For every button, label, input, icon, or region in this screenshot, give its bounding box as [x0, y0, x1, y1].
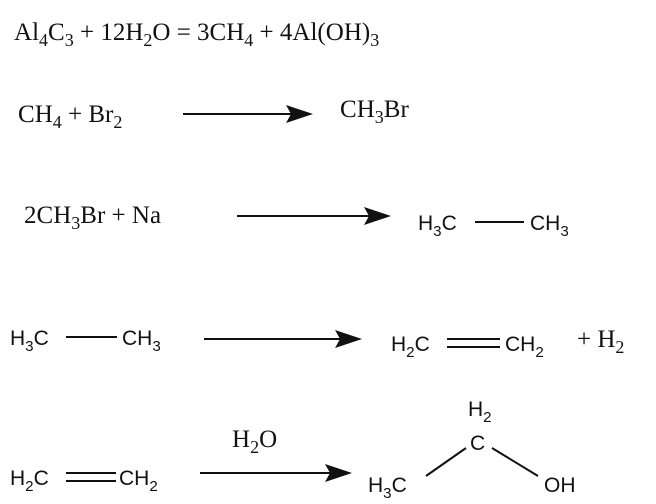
reaction-4-reactant-ch3-right: CH3 — [122, 327, 161, 355]
reaction-2-arrow-head — [286, 105, 313, 123]
reaction-4-product-ch2-left: H2C — [391, 333, 430, 361]
reaction-4-product-ch2-right: CH2 — [505, 333, 544, 361]
reaction-5-reactant-ch2-left: H2C — [10, 467, 49, 495]
reaction-5-product-oh-label: OH — [544, 474, 576, 497]
reaction-3-reactants: 2CH3Br + Na — [24, 202, 161, 233]
reaction-5-product-bond-right — [491, 447, 539, 477]
reaction-5-product-h2-label: H2 — [468, 398, 492, 426]
reaction-1: Al4C3 + 12H2O = 3CH4 + 4Al(OH)3 — [14, 19, 379, 50]
reaction-5: H2C CH2 H2O H2 C H3C OH — [10, 398, 576, 502]
reaction-2: CH4 + Br2 CH3Br — [18, 96, 409, 132]
reaction-4: H3C CH3 H2C CH2 + H2 — [10, 326, 624, 361]
reaction-3-product-ch3-right: CH3 — [530, 212, 569, 240]
reaction-5-product-bond-left — [425, 447, 467, 477]
reaction-3-arrow-head — [364, 207, 391, 225]
reaction-2-product: CH3Br — [340, 96, 409, 127]
reaction-5-condition: H2O — [232, 426, 277, 457]
reaction-4-reactant-ch3-left: H3C — [10, 327, 49, 355]
reaction-5-product-ch3-label: H3C — [368, 474, 407, 502]
reaction-2-reactants: CH4 + Br2 — [18, 101, 122, 132]
reaction-4-byproduct: + H2 — [577, 326, 624, 357]
reaction-4-arrow-head — [335, 330, 362, 348]
reaction-5-reactant-ch2-right: CH2 — [119, 467, 158, 495]
reaction-1-equation: Al4C3 + 12H2O = 3CH4 + 4Al(OH)3 — [14, 19, 379, 50]
reaction-5-product-carbon-label: C — [470, 432, 485, 455]
reaction-3: 2CH3Br + Na H3C CH3 — [24, 202, 569, 240]
reaction-3-product-ch3-left: H3C — [418, 212, 457, 240]
reaction-5-arrow-head — [325, 464, 352, 482]
